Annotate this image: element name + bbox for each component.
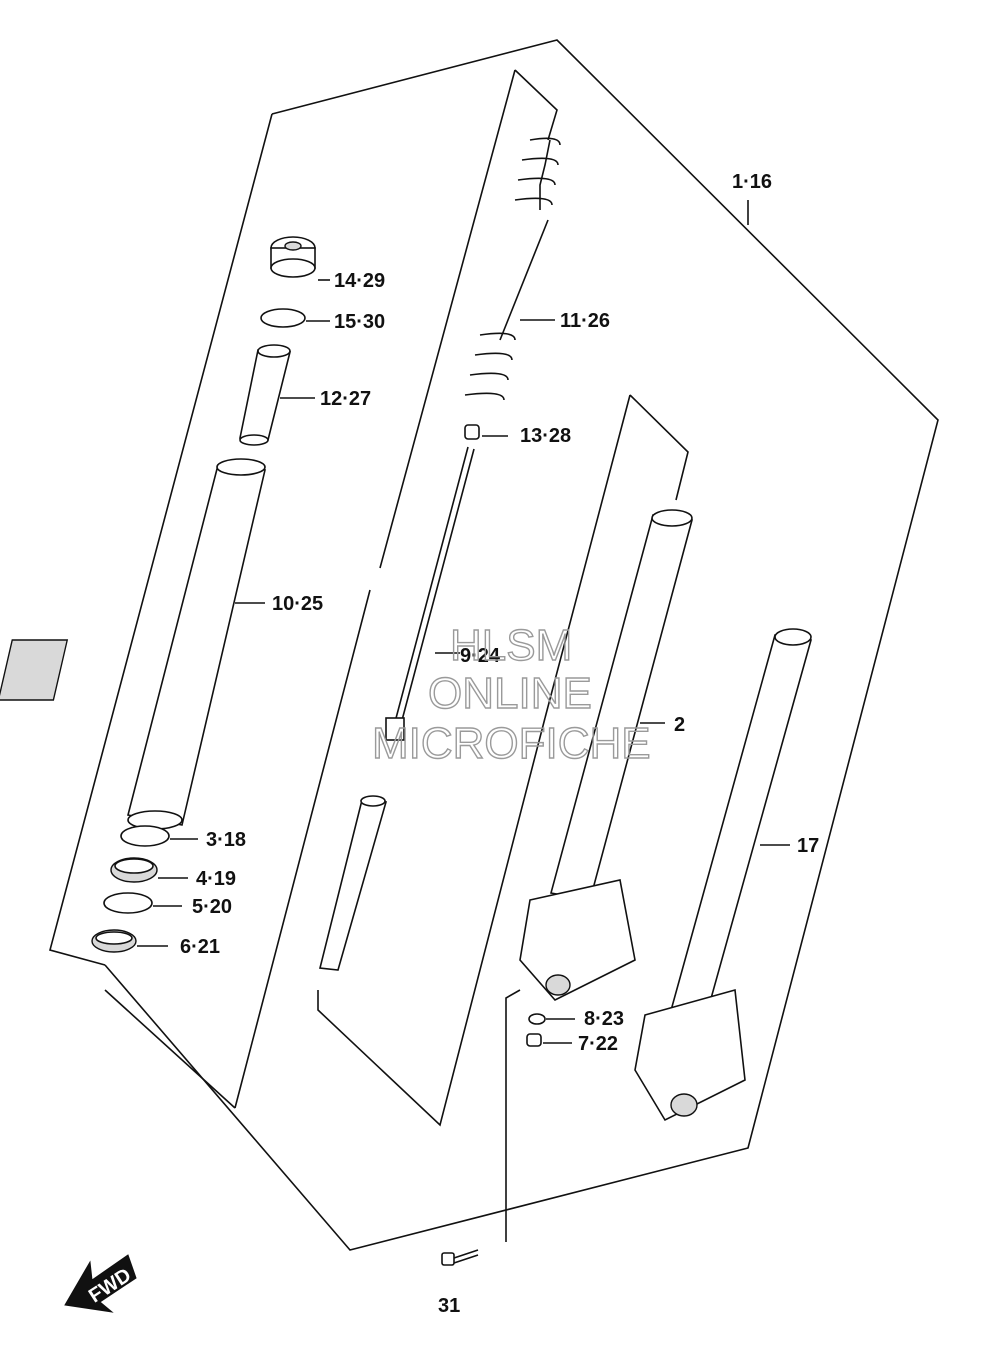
inner-boundary-cartridge (104, 69, 558, 1127)
drain-bolt-part (526, 1013, 575, 1047)
callout-11-26: 11·26 (560, 310, 610, 332)
fork-spring-part (464, 137, 561, 401)
callout-5-20: 5·20 (192, 896, 232, 918)
outer-tube-right-part (634, 628, 813, 1122)
callout-14-29: 14·29 (334, 270, 385, 292)
callout-2: 2 (674, 714, 685, 736)
callout-8-23: 8·23 (584, 1008, 624, 1030)
inner-boundary-tube (544, 394, 689, 719)
pinch-bolt-part (441, 989, 521, 1266)
callout-3-18: 3·18 (206, 829, 246, 851)
watermark-line-2: ONLINE (428, 669, 592, 718)
callout-4-19: 4·19 (196, 868, 236, 890)
inner-tube-part (0, 458, 266, 830)
callout-17: 17 (797, 835, 819, 857)
watermark-line-1: HLSM (450, 621, 572, 670)
callout-31: 31 (438, 1295, 460, 1317)
o-ring-part (260, 308, 330, 328)
callout-13-28: 13·28 (520, 425, 571, 447)
callout-1-16: 1·16 (732, 171, 772, 193)
callout-10-25: 10·25 (272, 593, 323, 615)
outer-tube-left-part (519, 509, 694, 1001)
spacer-part (239, 344, 315, 446)
callout-7-22: 7·22 (578, 1033, 618, 1055)
damper-rod-part (319, 446, 475, 971)
watermark-line-3: MICROFICHE (372, 719, 651, 768)
cap-bolt-part (270, 236, 330, 281)
lock-nut-part (464, 424, 508, 440)
seal-rings-group (91, 825, 198, 953)
fwd-arrow-icon: FWD (64, 1254, 137, 1313)
watermark: HLSM ONLINE MICROFICHE (371, 620, 651, 768)
callout-labels: 1·16 14·29 15·30 12·27 11·26 13·28 10·25… (180, 171, 819, 1317)
callout-6-21: 6·21 (180, 936, 220, 958)
callout-15-30: 15·30 (334, 311, 385, 333)
callout-9-24: 9·24 (460, 645, 501, 667)
assembly-outline (49, 39, 939, 1251)
callout-12-27: 12·27 (320, 388, 371, 410)
